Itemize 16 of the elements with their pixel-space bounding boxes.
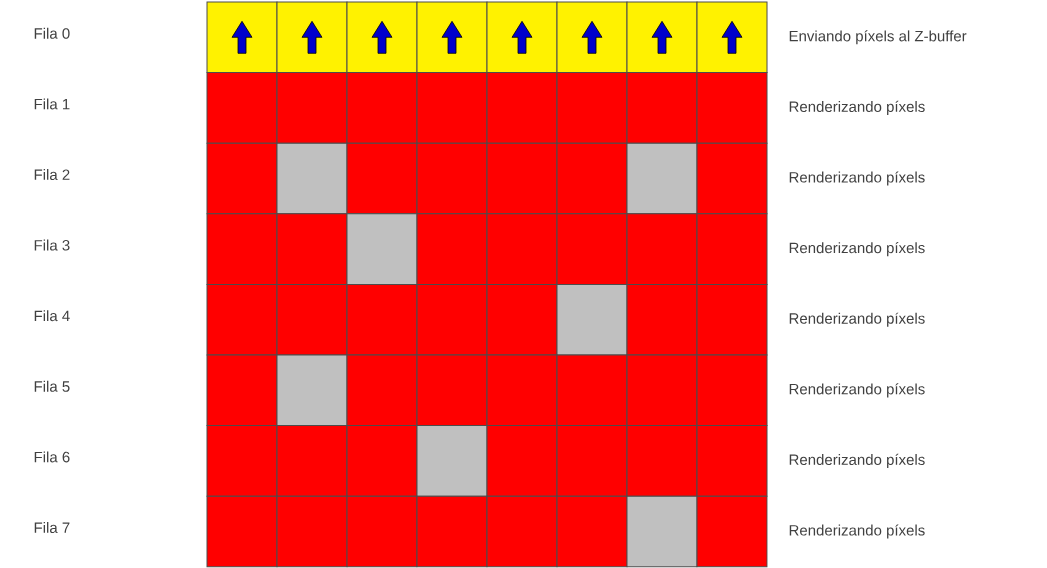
row-status: Enviando píxels al Z-buffer (789, 30, 967, 45)
row-status: Renderizando píxels (789, 453, 925, 468)
row-label: Fila 1 (34, 98, 70, 110)
row-label: Fila 2 (34, 169, 70, 180)
row-label: Fila 5 (34, 380, 70, 392)
row-status: Renderizando píxels (789, 312, 925, 327)
row-status: Renderizando píxels (789, 242, 925, 257)
row-status: Renderizando píxels (789, 171, 925, 186)
row-label: Fila 7 (34, 522, 70, 533)
row-label: Fila 6 (34, 451, 70, 463)
row-label: Fila 0 (34, 27, 70, 39)
row-status: Renderizando píxels (789, 100, 925, 115)
row-status: Renderizando píxels (789, 383, 925, 398)
row-label: Fila 3 (34, 239, 70, 251)
row-status: Renderizando píxels (789, 524, 925, 539)
row-label: Fila 4 (34, 310, 70, 322)
